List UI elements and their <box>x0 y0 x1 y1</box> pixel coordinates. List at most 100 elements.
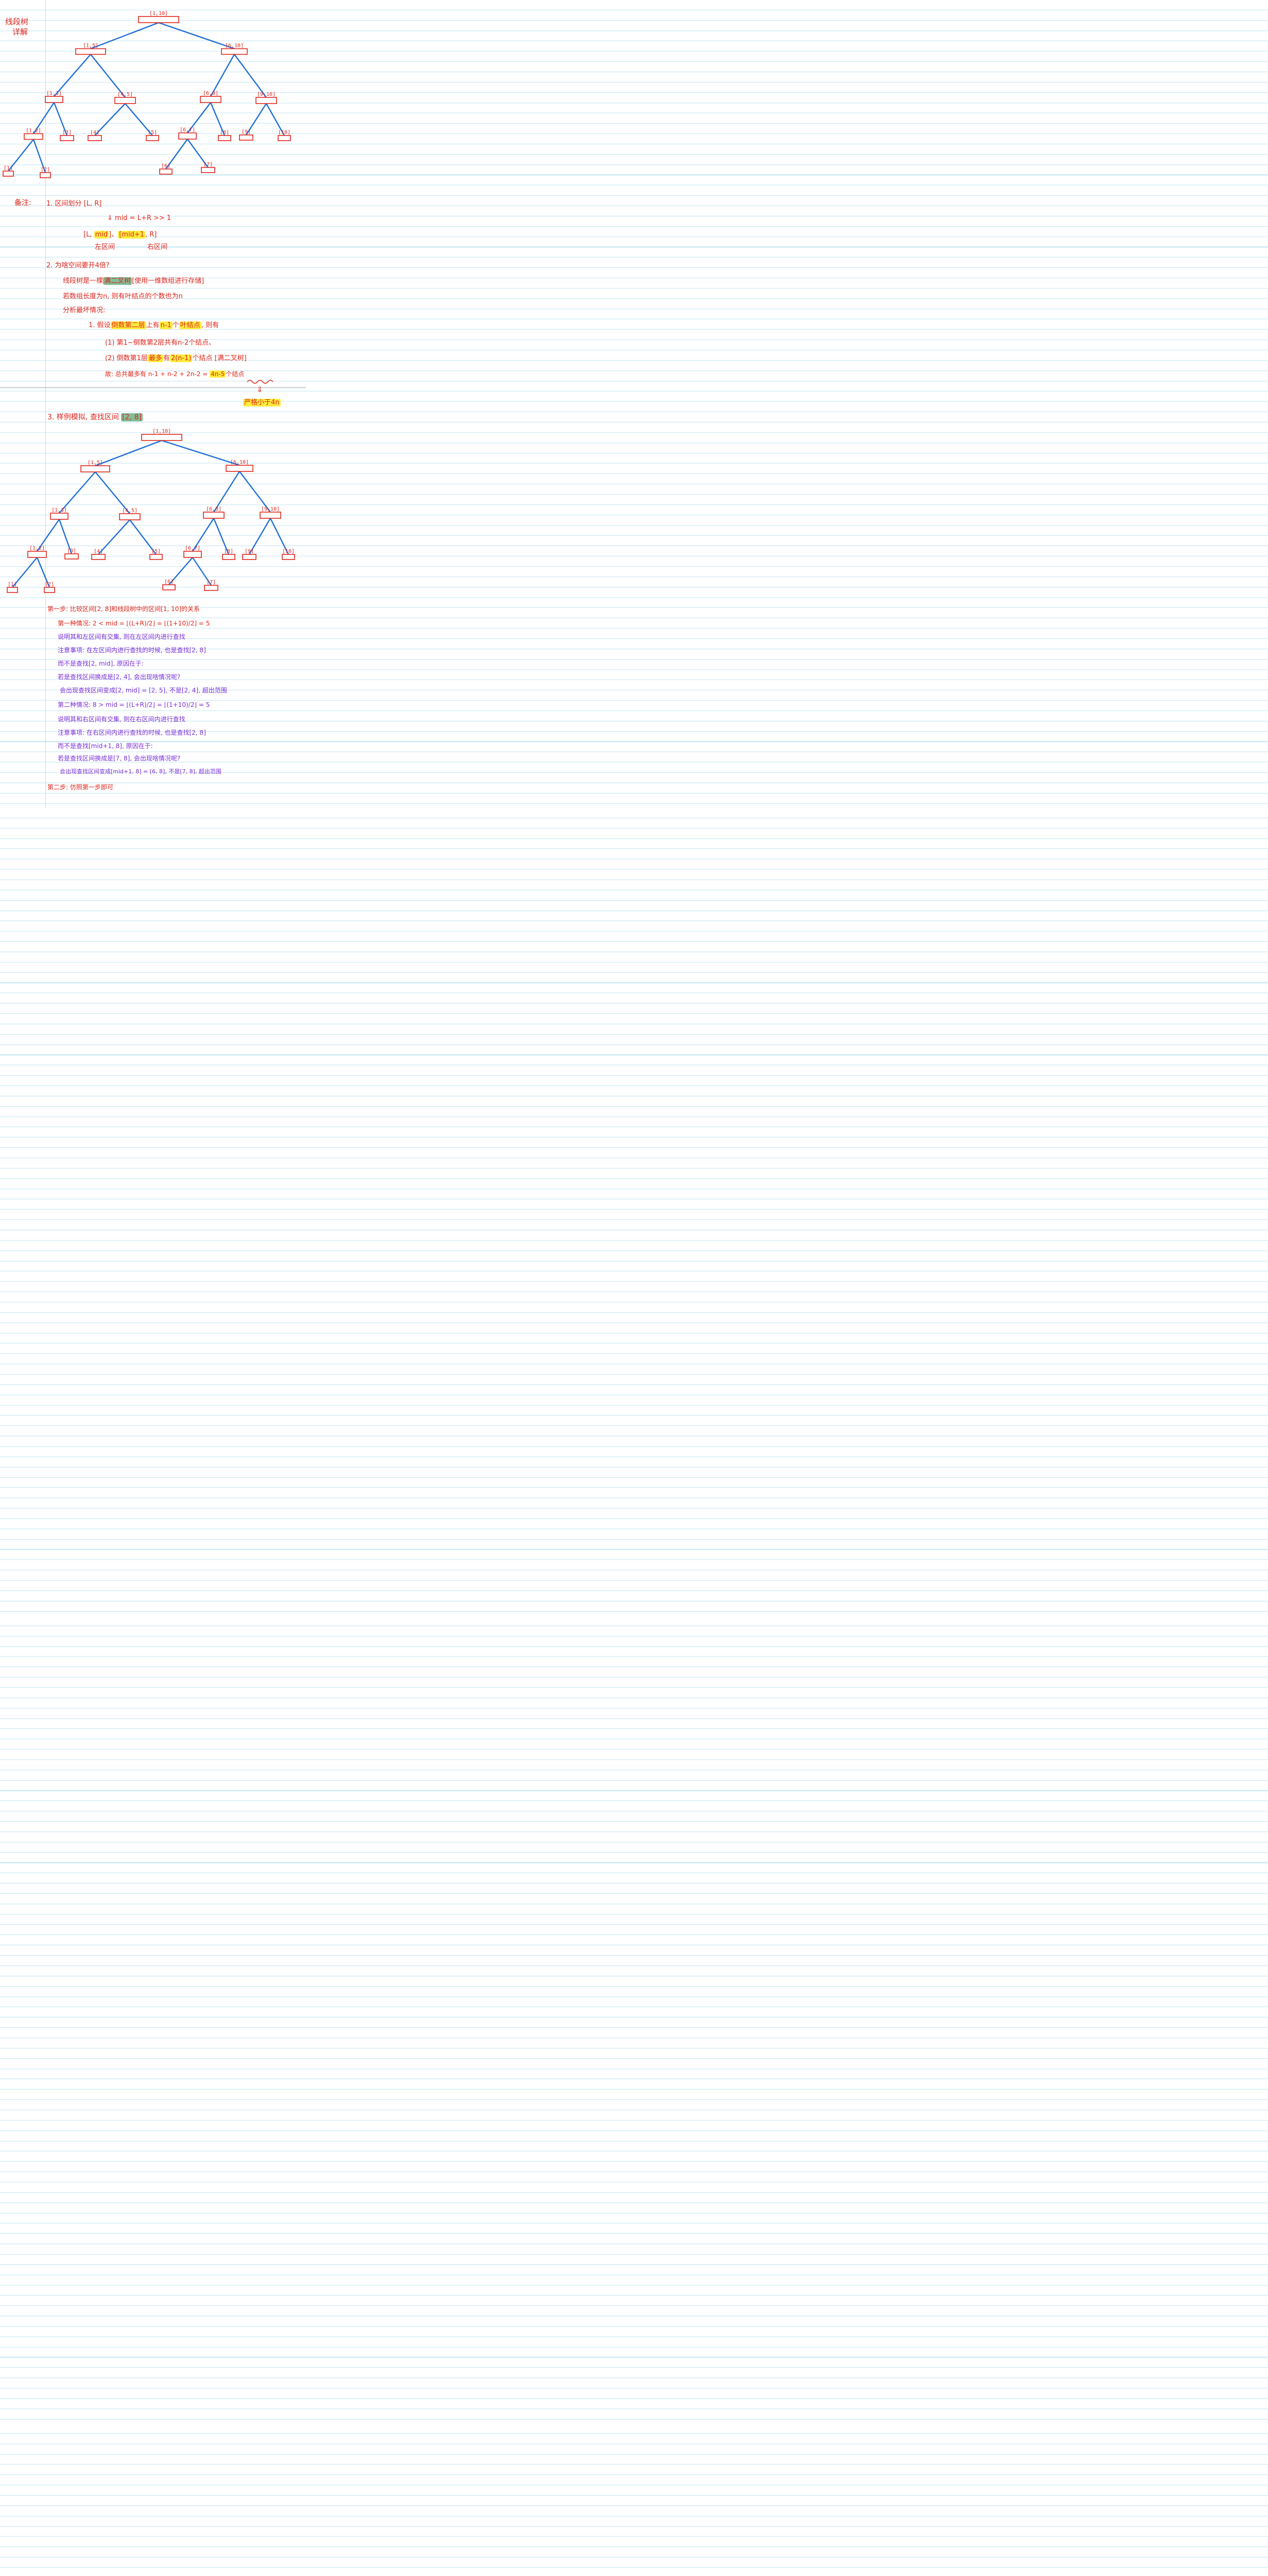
tree-node-label: [9] <box>245 549 254 554</box>
tree-edge <box>186 101 212 134</box>
tree-node: [5] <box>146 130 159 141</box>
tree-node: [1,2] <box>27 546 47 558</box>
sub2-post: 个结点 [满二叉树] <box>192 354 247 362</box>
case2-description: 说明其和右区间有交集, 则在右区间内进行查找 <box>58 716 185 723</box>
two-n-minus-1-highlight: 2(n-1) <box>169 354 193 362</box>
sub2-mid: 有 <box>163 354 170 362</box>
page-divider <box>0 387 306 388</box>
note2-line1-post: [使用一维数组进行存储] <box>132 277 204 285</box>
tree-node-label: [7] <box>207 580 216 585</box>
tree-node-box <box>221 48 248 55</box>
title-line-1: 线段树 <box>5 17 29 26</box>
worst-case-sub1: (1) 第1~倒数第2层共有n-2个结点、 <box>105 339 216 347</box>
case1-mid1: 上有 <box>146 321 160 329</box>
note2-line2: 若数组长度为n, 则有叶结点的个数也为n <box>63 293 183 300</box>
tree-edge <box>192 556 212 586</box>
tree-node: [8] <box>218 130 231 141</box>
tree-edge <box>94 471 131 515</box>
tree-node-box <box>149 554 163 560</box>
tree-node: [9] <box>239 129 253 141</box>
title-line-2: 详解 <box>12 27 28 37</box>
tree-node-label: [1,2] <box>29 546 45 551</box>
tree-node-label: [1] <box>8 582 17 587</box>
case2-condition: 第二种情况: 8 > mid = ⌊(L+R)/2⌋ = ⌊(1+10)/2⌋ … <box>58 701 210 708</box>
tree-node-box <box>114 97 136 104</box>
tree-node-box <box>138 16 179 23</box>
tree-node: [4] <box>91 549 106 560</box>
tree-node-label: [6] <box>161 163 170 169</box>
tree-node: [1,5] <box>80 460 110 472</box>
tree-node-box <box>3 171 14 177</box>
tree-edge <box>210 101 226 137</box>
tree-node-box <box>146 135 159 141</box>
n-minus-1-highlight: n-1 <box>159 321 173 329</box>
segment-tree-diagram-top: [1,10][1,5][6,10][1,3][4,5][6,8][9,10][1… <box>3 11 291 178</box>
tree-node-box <box>80 465 110 472</box>
tree-node-box <box>201 167 215 173</box>
case1-post: , 则有 <box>201 321 219 329</box>
tree-node-label: [1] <box>4 165 13 171</box>
tree-node-label: [1,10] <box>149 11 168 16</box>
tree-edge <box>94 439 163 467</box>
tree-node: [6,8] <box>200 91 221 103</box>
tree-edge <box>94 103 126 137</box>
tree-node: [7] <box>201 162 215 173</box>
tree-node: [6,8] <box>203 506 225 519</box>
tree-node: [4,5] <box>114 92 136 104</box>
right-range-close: , R] <box>145 231 157 239</box>
notebook-margin-line <box>45 0 46 808</box>
tree-node-label: [9] <box>242 129 251 135</box>
right-interval-name: 右区间 <box>147 243 168 251</box>
step1-heading: 第一步: 比较区间[2, 8]和线段树中的区间[1, 10]的关系 <box>47 605 200 613</box>
tree-node-box <box>7 587 18 593</box>
case1-note-4: 会出现查找区间变成[2, mid] = [2, 5], 不是[2, 4], 超出… <box>60 687 227 694</box>
tree-node-box <box>218 135 231 141</box>
tree-edge <box>97 519 131 555</box>
tree-edge <box>192 517 215 552</box>
tree-node: [3] <box>60 130 74 141</box>
tree-node-label: [6] <box>164 579 174 585</box>
tree-edge <box>213 517 230 555</box>
tree-node-label: [6,7] <box>180 127 195 133</box>
tree-node-box <box>27 551 47 558</box>
tree-node-label: [1,3] <box>52 507 67 513</box>
case1-note-1: 注意事项: 在左区间内进行查找的时候, 也是查找[2, 8] <box>58 647 206 654</box>
tree-node: [2] <box>44 582 55 593</box>
note2-line1: 线段树是一棵满二叉树[使用一维数组进行存储] <box>63 276 204 286</box>
tree-node-box <box>282 554 295 560</box>
tree-node-box <box>200 96 221 103</box>
case2-note-1: 注意事项: 在右区间内进行查找的时候, 也是查找[2, 8] <box>58 729 206 736</box>
tree-edge <box>186 138 209 168</box>
tree-node-box <box>44 587 55 593</box>
tree-node-box <box>88 135 102 141</box>
case1-note-3: 若是查找区间换成是[2, 4], 会出现啥情况呢? <box>58 673 181 681</box>
case2-note-2: 而不是查找[mid+1, 8], 原因在于: <box>58 742 153 750</box>
tree-node: [4,5] <box>119 508 141 520</box>
tree-node-label: [5] <box>148 130 157 135</box>
tree-node-box <box>162 584 176 590</box>
second-last-level-highlight: 倒数第二层 <box>110 321 146 329</box>
tree-node: [10] <box>282 549 295 560</box>
tree-node: [7] <box>204 580 218 591</box>
tree-node: [1,3] <box>50 507 68 520</box>
conclusion-pre: 故: 总共最多有 n-1 + n-2 + 2n-2 = <box>105 370 210 378</box>
query-range-highlight: [2, 8] <box>121 413 143 421</box>
tree-edge <box>161 439 241 466</box>
tree-edge <box>210 54 235 97</box>
mid-formula: ⇓ mid = L+R >> 1 <box>107 214 172 222</box>
sub2-pre: (2) 倒数第1层 <box>105 354 148 362</box>
tree-node-box <box>255 97 277 104</box>
tree-edge <box>265 103 285 137</box>
example-heading: 3. 样例模拟, 查找区间 [2, 8] <box>47 412 143 422</box>
tree-node: [5] <box>149 549 163 560</box>
tree-node-label: [3] <box>67 548 76 554</box>
tree-edge <box>245 103 267 136</box>
tree-edge <box>233 54 267 98</box>
tree-edge <box>7 139 35 172</box>
tree-node-label: [4,5] <box>122 508 138 514</box>
tree-node-box <box>91 554 106 560</box>
tree-node: [1] <box>3 165 14 177</box>
tree-edge <box>168 556 194 586</box>
tree-node-label: [9,10] <box>257 92 276 97</box>
